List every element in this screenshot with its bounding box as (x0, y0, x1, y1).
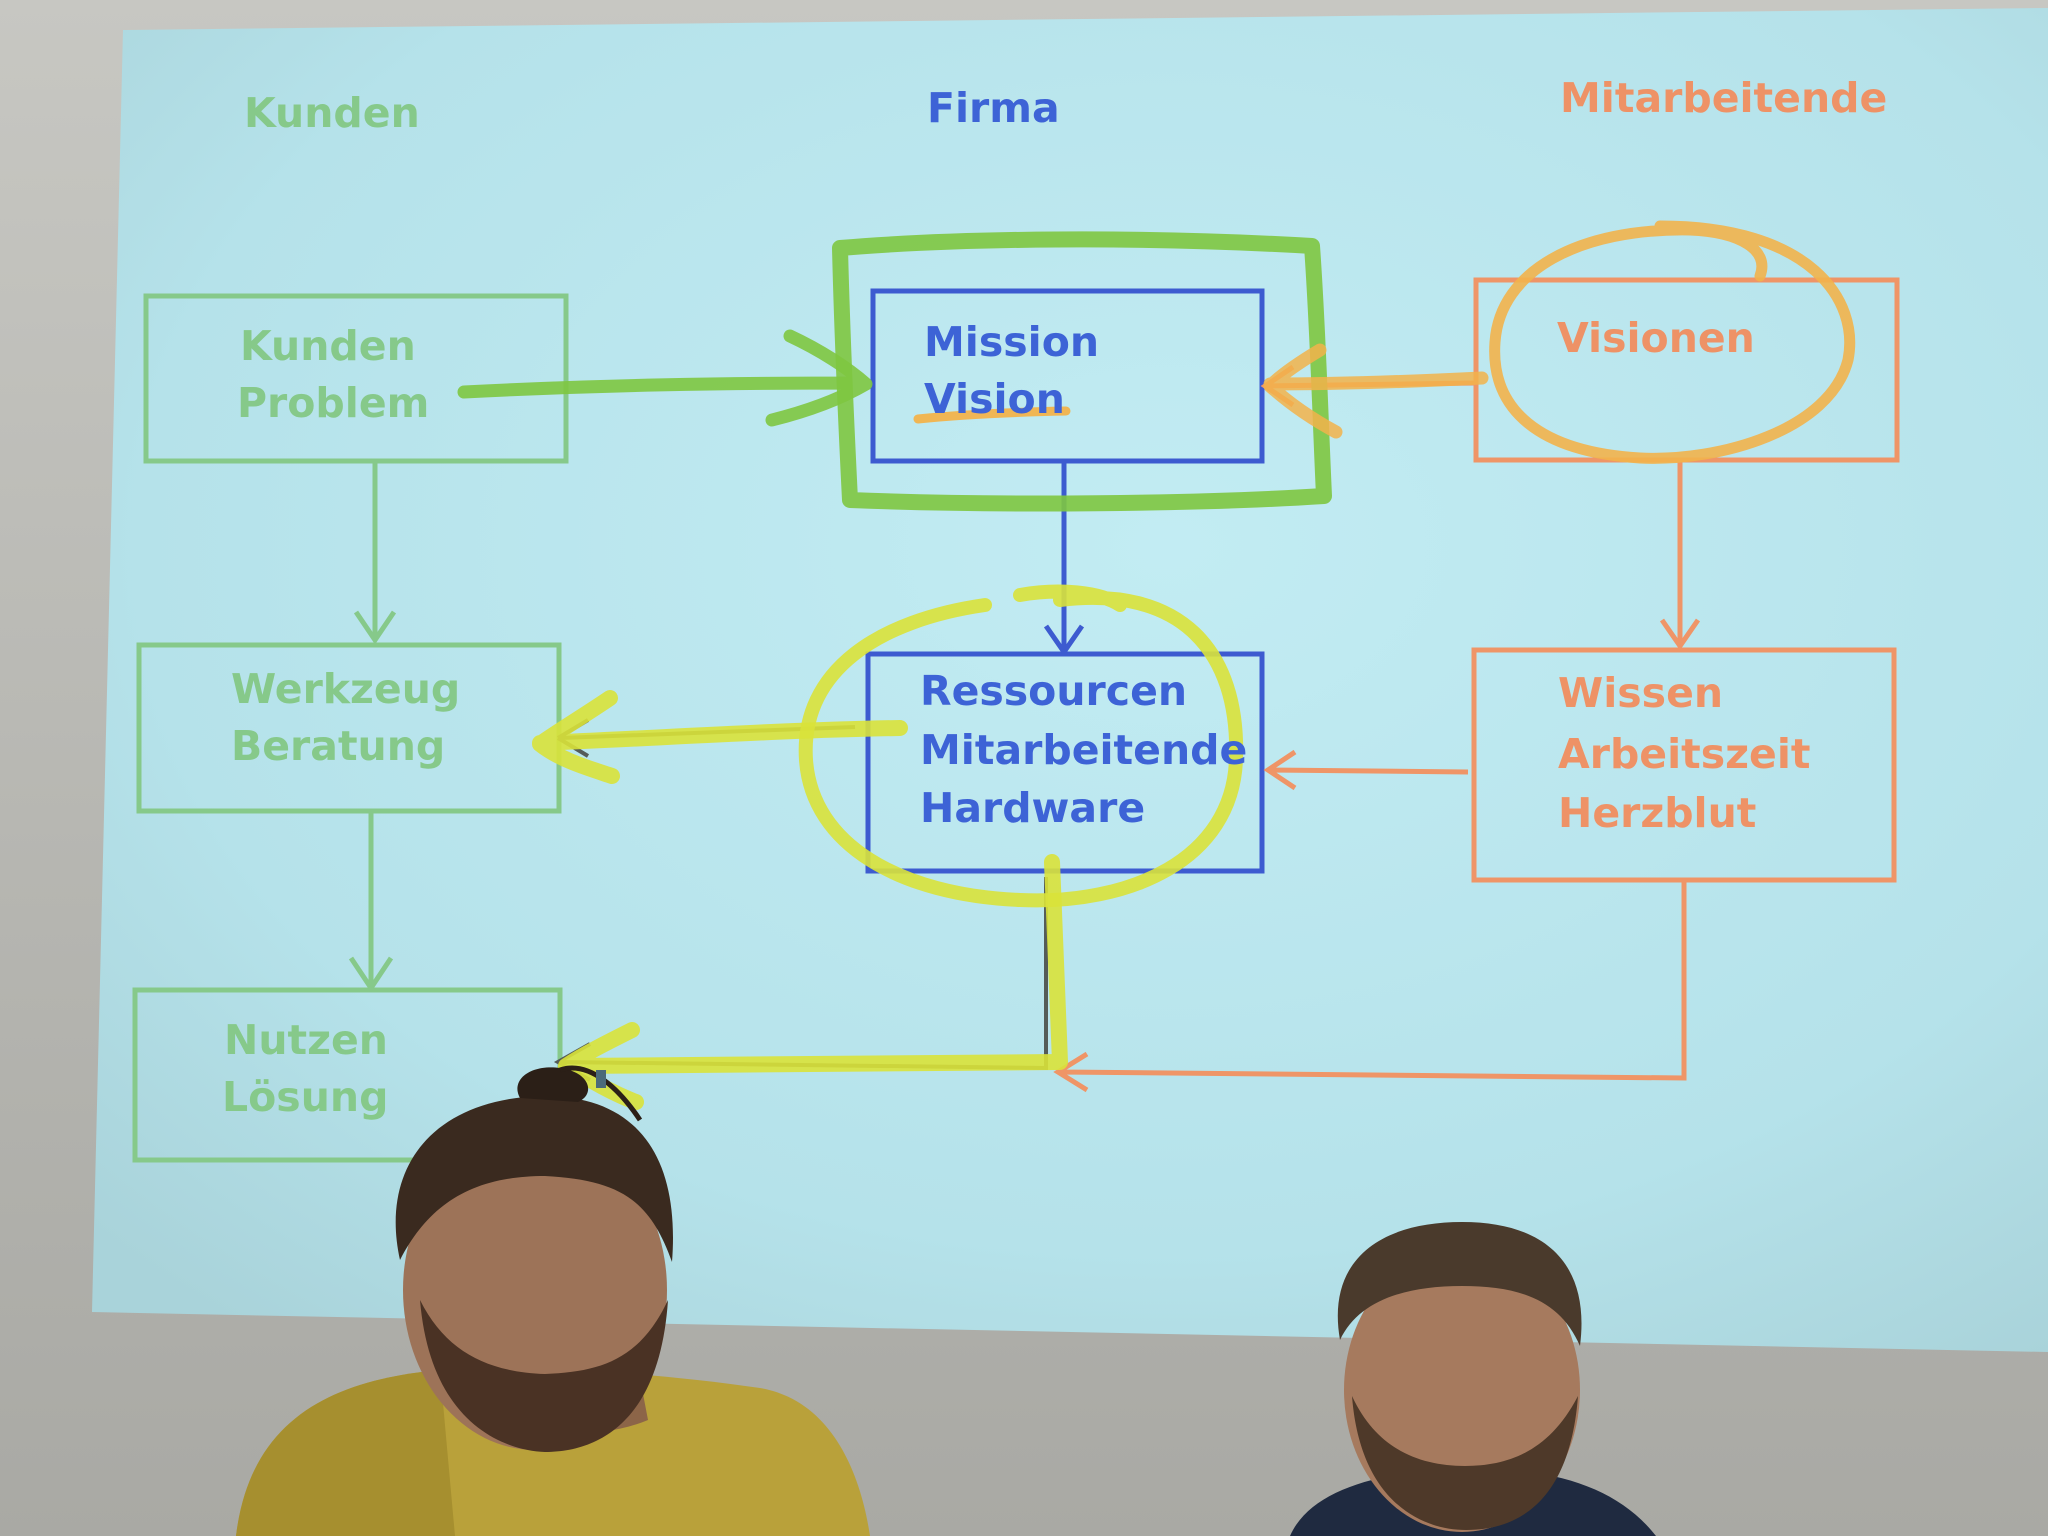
marker-arrow-visions-to-mission (1263, 343, 1489, 439)
box-tool-consulting-line-2: Beratung (231, 722, 446, 770)
box-resources-line-2: Mitarbeitende (920, 726, 1248, 774)
presenter-right (1290, 1222, 1656, 1536)
marker-arrow-resources-to-tool (532, 690, 908, 784)
box-resources-line-1: Ressourcen (920, 667, 1188, 715)
box-customer-problem-line-2: Problem (237, 379, 430, 427)
box-mission-vision (870, 288, 1265, 464)
box-knowledge-line-3: Herzblut (1558, 789, 1757, 837)
marker-circle-resources (798, 584, 1244, 908)
arrow-mission-to-resources (1043, 463, 1085, 657)
marker-arrow-problem-to-mission (457, 329, 873, 427)
left-person-beard (420, 1300, 668, 1452)
box-resources-line-3: Hardware (920, 784, 1146, 832)
column-title-employees: Mitarbeitende (1560, 74, 1888, 122)
box-knowledge (1471, 647, 1897, 883)
box-tool-consulting-line-1: Werkzeug (231, 665, 461, 713)
column-title-customers: Kunden (244, 89, 420, 137)
left-person-bun (517, 1067, 589, 1102)
box-mission-vision-line-1: Mission (924, 318, 1100, 366)
right-person-hair (1337, 1222, 1582, 1346)
arrow-problem-to-tool (353, 463, 397, 645)
arrow-visions-to-knowledge (1659, 462, 1701, 651)
arrow-knowledge-to-resources (1263, 749, 1469, 791)
marker-frame-mission (832, 231, 1332, 512)
box-knowledge-line-1: Wissen (1558, 669, 1724, 717)
box-customer-problem-line-1: Kunden (240, 322, 416, 370)
arrow-tool-to-benefit (348, 813, 394, 993)
box-customer-problem (143, 293, 569, 464)
box-benefit-solution-line-2: Lösung (222, 1073, 389, 1121)
column-title-company: Firma (927, 84, 1060, 132)
presenter-left (236, 1065, 870, 1536)
company-column (865, 288, 1265, 874)
marker-circle-visions (1489, 220, 1856, 464)
marker-underline-vision (913, 406, 1071, 424)
projection-screen (92, 8, 2048, 1352)
box-mission-vision-line-2: Vision (924, 375, 1065, 423)
arrow-knowledge-to-benefit (1053, 882, 1687, 1093)
box-visions-line-1: Visionen (1557, 314, 1755, 362)
left-person-hair (395, 1095, 673, 1262)
box-benefit-solution-line-1: Nutzen (224, 1016, 388, 1064)
box-knowledge-line-2: Arbeitszeit (1558, 730, 1811, 778)
right-person-beard (1352, 1396, 1578, 1530)
